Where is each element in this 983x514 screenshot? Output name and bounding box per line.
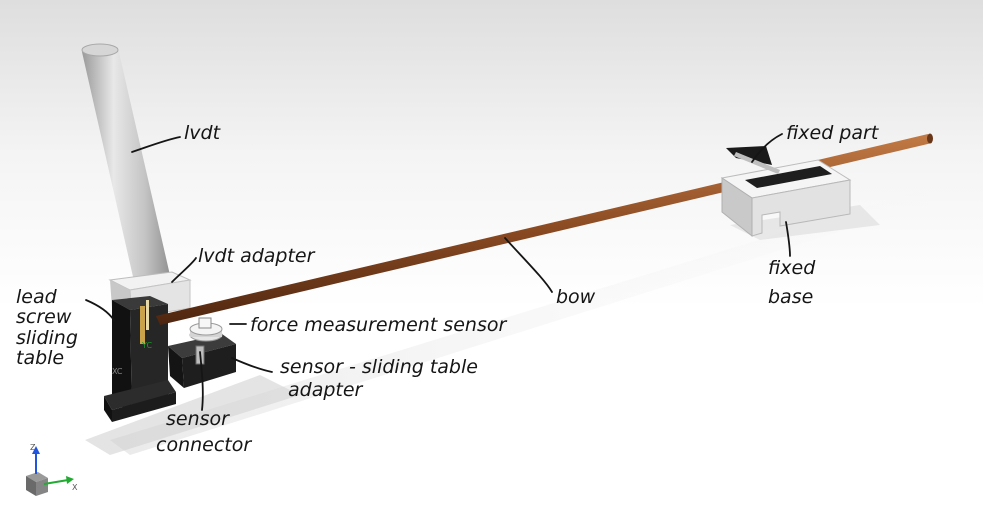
force-sensor <box>189 317 223 342</box>
tag-xc: XC <box>112 367 123 376</box>
label-lead-screw-4: table <box>16 347 64 369</box>
label-fixed-part: fixed part <box>786 122 880 144</box>
leader-lines <box>85 133 791 411</box>
lead-screw-sliding-table <box>104 296 176 422</box>
triad-x-label: X <box>72 483 78 492</box>
label-lead-screw-1: lead <box>16 286 58 308</box>
label-bow: bow <box>556 286 596 308</box>
label-lead-screw-3: sliding <box>16 327 78 349</box>
label-sensor-adapter-2: adapter <box>288 379 364 401</box>
orientation-triad[interactable]: Z X <box>26 443 78 496</box>
label-fixed-base-2: base <box>768 286 813 308</box>
fixed-base <box>720 159 852 238</box>
triad-z-label: Z <box>30 443 36 452</box>
label-force-sensor: force measurement sensor <box>250 314 507 336</box>
label-fixed-base-1: fixed <box>768 257 816 279</box>
model-csys-tags: YC XC <box>112 341 152 376</box>
tag-yc: YC <box>141 341 152 350</box>
label-sensor-connector-2: connector <box>156 434 252 456</box>
x-axis-icon <box>43 479 69 485</box>
label-sensor-connector-1: sensor <box>166 408 230 430</box>
label-lvdt: lvdt <box>184 122 222 144</box>
label-sensor-adapter-1: sensor - sliding table <box>280 356 478 378</box>
label-lvdt-adapter: lvdt adapter <box>198 245 316 267</box>
label-lead-screw-2: screw <box>16 306 72 328</box>
lvdt-cylinder <box>81 43 172 293</box>
annotation-labels: lvdt lvdt adapter lead screw sliding tab… <box>16 122 880 456</box>
